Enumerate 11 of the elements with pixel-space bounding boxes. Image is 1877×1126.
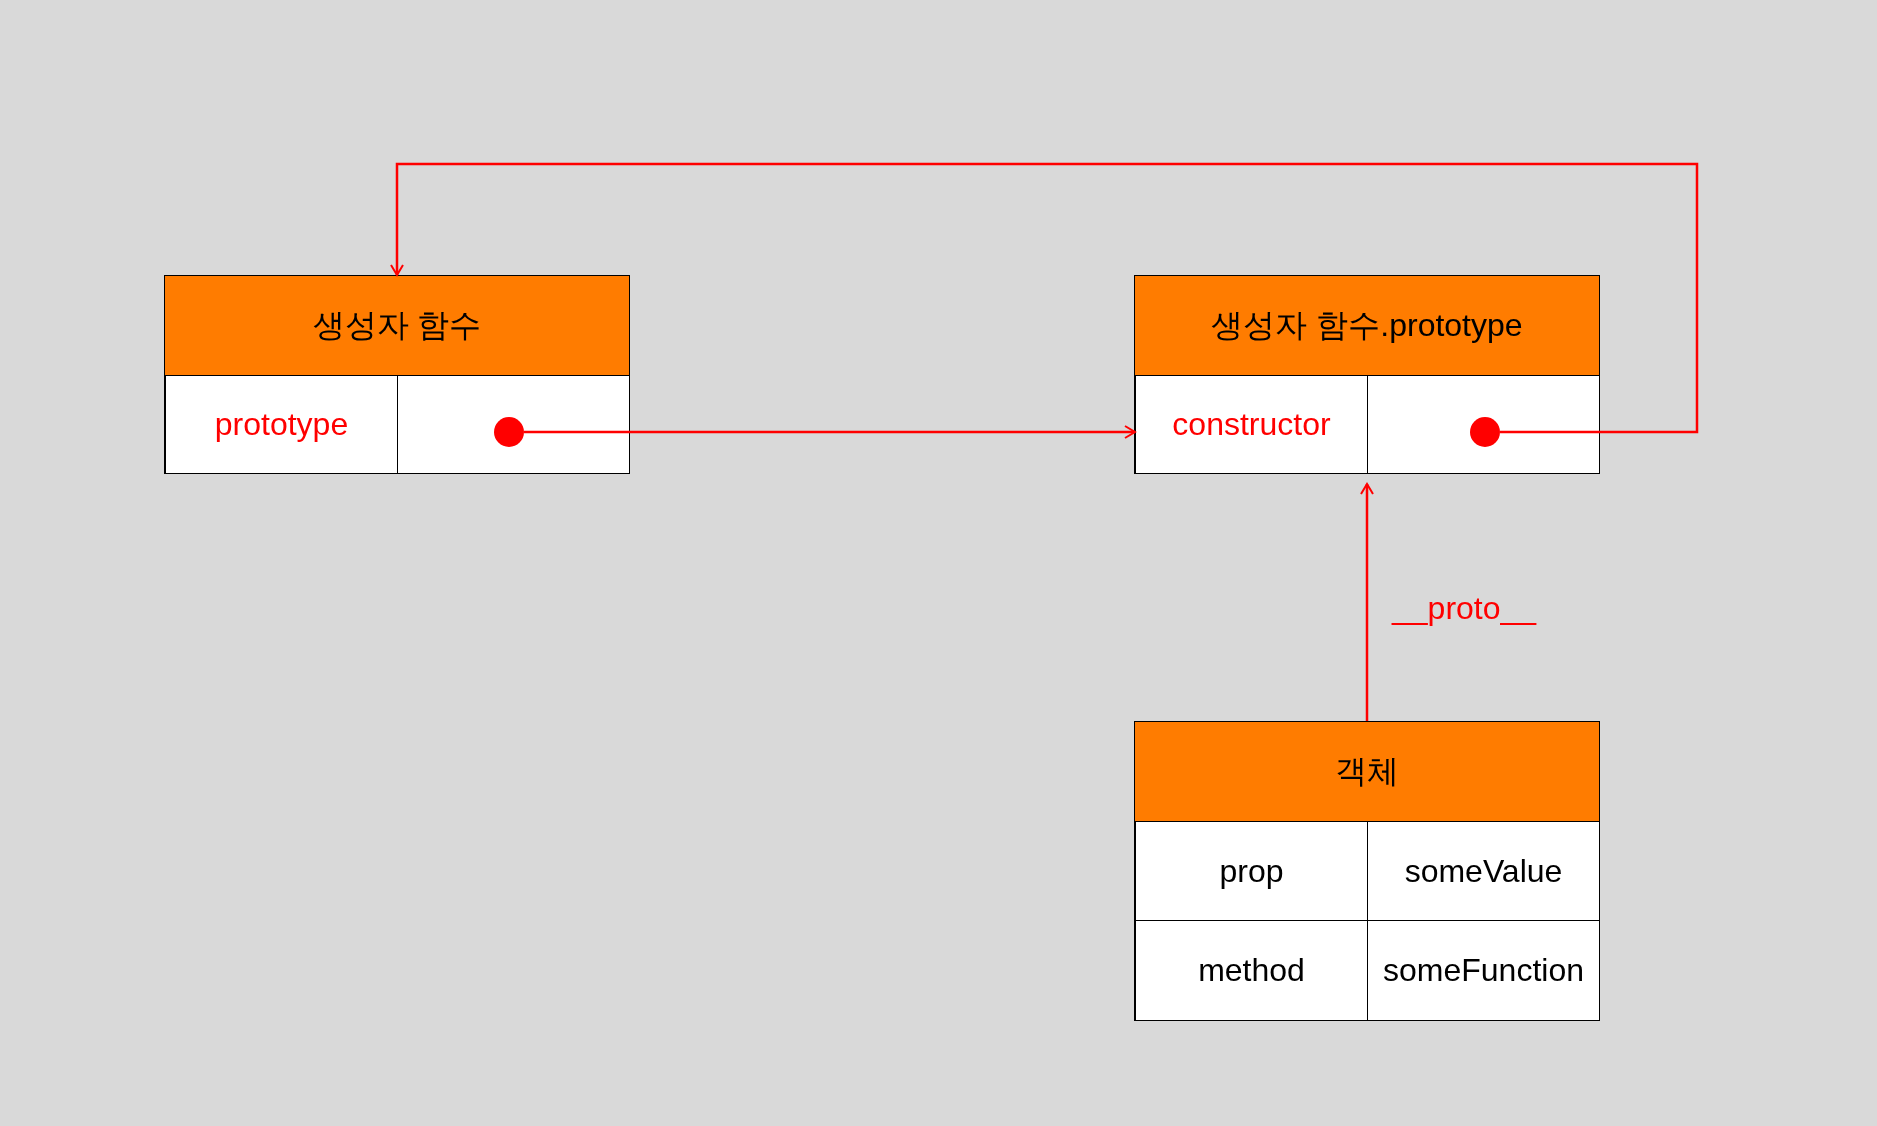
arrow: [524, 425, 1136, 439]
pointer-dot: [1470, 417, 1500, 447]
object-table: [164, 275, 630, 474]
object-table: [1134, 275, 1600, 474]
table-header: 생성자 함수.prototype: [1135, 276, 1599, 376]
arrow: [390, 162, 1699, 434]
object-table: [1134, 721, 1600, 1021]
pointer-dot: [494, 417, 524, 447]
table-header: 객체: [1135, 722, 1599, 822]
arrow: [1360, 483, 1374, 721]
table-header: 생성자 함수: [165, 276, 629, 376]
